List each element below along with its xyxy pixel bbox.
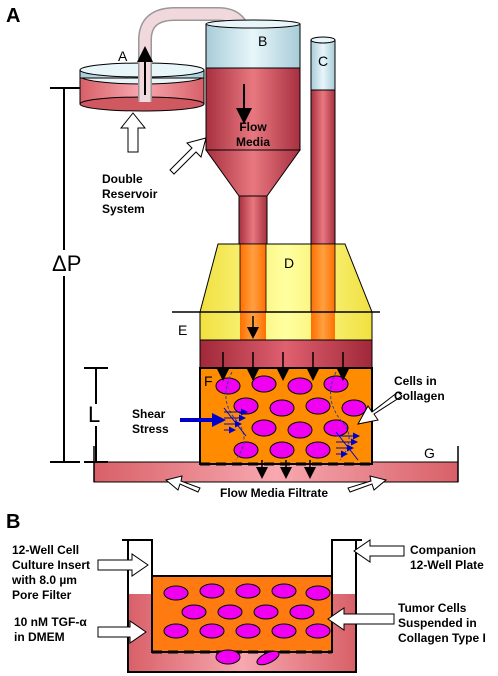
cell <box>323 419 349 437</box>
flow-media-line2: Media <box>236 135 270 149</box>
label-g: G <box>424 445 435 461</box>
cell <box>233 441 259 459</box>
shear-profile-left <box>223 407 248 437</box>
shear-stress-line2: Stress <box>132 422 169 436</box>
tumor-line1: Tumor Cells <box>398 601 467 615</box>
cell <box>235 623 261 639</box>
tumor-line3: Collagen Type I <box>398 631 486 645</box>
hollow-arrows-b <box>97 539 405 644</box>
cells-panel-b <box>163 583 331 666</box>
reservoir-b <box>205 19 301 247</box>
label-e: E <box>178 322 187 338</box>
cell <box>215 377 241 395</box>
label-d: D <box>284 255 294 271</box>
flow-media-line1: Flow <box>239 120 267 134</box>
length-label: L <box>88 402 100 427</box>
cell <box>341 399 367 417</box>
cell <box>287 377 313 395</box>
double-reservoir-line3: System <box>102 202 145 216</box>
cell <box>253 604 279 620</box>
insert-line1: 12-Well Cell <box>12 543 79 557</box>
cell <box>163 623 189 639</box>
cell <box>217 604 243 620</box>
insert-line4: Pore Filter <box>12 588 72 602</box>
cell <box>256 650 280 666</box>
cell <box>251 419 277 437</box>
tumor-line2: Suspended in <box>398 616 477 630</box>
cells-collagen-line1: Cells in <box>394 374 437 388</box>
cell <box>269 441 295 459</box>
label-b: B <box>258 33 267 49</box>
label-c: C <box>318 53 328 69</box>
double-reservoir-line1: Double <box>102 172 143 186</box>
cell <box>305 623 331 639</box>
cell <box>323 375 349 393</box>
tgf-line2: in DMEM <box>14 630 65 644</box>
shear-stress-arrow <box>180 413 226 427</box>
cell <box>271 583 297 599</box>
cell <box>287 421 313 439</box>
label-f: F <box>204 373 213 389</box>
cell <box>305 585 331 601</box>
tgf-line1: 10 nM TGF-α <box>14 615 87 629</box>
cell <box>305 397 331 415</box>
shear-stress-line1: Shear <box>132 407 166 421</box>
cells-collagen-line2: Collagen <box>394 389 445 403</box>
flow-arrows-f <box>217 352 349 479</box>
cell <box>199 623 225 639</box>
shear-profile-right <box>335 431 360 461</box>
label-a: A <box>118 48 128 64</box>
panel-b-label: B <box>6 511 20 533</box>
cell <box>215 649 241 665</box>
pressure-column-c <box>310 36 336 247</box>
cell <box>163 585 189 601</box>
chamber-e <box>199 311 373 341</box>
cell <box>269 399 295 417</box>
cell <box>251 375 277 393</box>
insert-line2: Culture Insert <box>12 558 90 572</box>
cell <box>271 623 297 639</box>
streamlines <box>225 371 350 461</box>
cell <box>199 583 225 599</box>
cell <box>305 441 331 459</box>
delta-p-label: ΔP <box>52 251 81 276</box>
filtrate-label: Flow Media Filtrate <box>220 486 328 500</box>
insert-line3: with 8.0 µm <box>11 573 77 587</box>
plate-line2: 12-Well Plate <box>410 558 484 572</box>
reservoir-dish-a <box>79 62 205 112</box>
cell <box>235 583 261 599</box>
panel-a-label: A <box>6 5 20 27</box>
double-reservoir-line2: Reservoir <box>102 187 158 201</box>
hollow-arrows-a <box>119 112 403 493</box>
plate-line1: Companion <box>410 543 476 557</box>
cell <box>181 604 207 620</box>
cell <box>289 604 315 620</box>
